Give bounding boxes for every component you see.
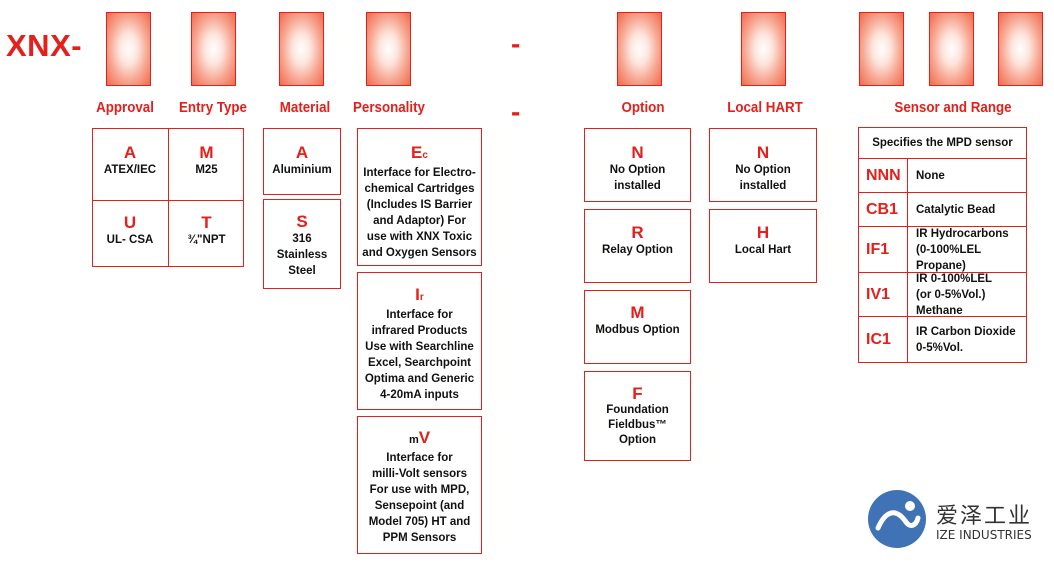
slot-material [279,12,324,86]
approval-code: U [123,213,137,232]
table-row: NNN None [859,158,1026,192]
header-personality: Personality [353,100,425,116]
option-desc: Modbus Option [595,324,680,336]
local-hart-code: N [756,143,770,162]
option-code: R [631,223,644,242]
entry-type-code: M [199,143,214,162]
approval-desc: UL- CSA [106,234,154,246]
approval-option-a: A ATEX/IEC [92,143,168,178]
header-material: Material [279,100,331,116]
separator-dash-header: - [511,96,521,127]
entry-type-desc: ¾"NPT [187,234,226,246]
slot-entry-type [191,12,236,86]
sensor-desc: IR 0-100%LEL (or 0-5%Vol.) Methane [916,272,993,317]
personality-code: I [415,285,420,304]
personality-desc: Interface for infrared Products Use with… [364,309,475,401]
option-desc: No Option installed [609,164,666,192]
material-desc: 316 Stainless Steel [276,233,328,277]
sensor-desc: None [916,169,945,182]
slot-option [617,12,662,86]
sensor-code: NNN [859,159,908,192]
material-option-s: S 316 Stainless Steel [263,199,341,289]
header-local-hart: Local HART [727,100,803,116]
slot-personality [366,12,411,86]
option-desc: Relay Option [602,244,673,256]
slot-local-hart [741,12,786,86]
option-code: N [631,143,644,162]
material-option-a: A Aluminium [263,128,341,195]
approval-option-u: U UL- CSA [92,213,168,248]
option-option-n: N No Option installed [584,128,691,202]
option-code: M [630,303,645,322]
logo-english-name: IZE INDUSTRIES [936,528,1032,542]
personality-desc: Interface for milli-Volt sensors For use… [368,452,471,544]
table-row: IC1 IR Carbon Dioxide 0-5%Vol. [859,316,1026,362]
option-code: F [632,384,643,403]
sensor-code: CB1 [859,193,908,226]
option-option-f: F Foundation Fieldbus™ Option [584,371,691,461]
slot-sensor-3 [998,12,1043,86]
material-desc: Aluminium [272,164,332,176]
separator-dash-top: - [511,28,521,59]
entry-type-desc: M25 [195,164,218,176]
personality-subscript: c [422,150,428,161]
slot-sensor-1 [859,12,904,86]
sensor-desc: IR Carbon Dioxide 0-5%Vol. [916,325,1016,354]
approval-desc: ATEX/IEC [103,164,157,176]
local-hart-code: H [756,223,770,242]
personality-prefix: m [408,434,419,446]
local-hart-desc: No Option installed [735,164,791,192]
header-sensor-range: Sensor and Range [894,100,1012,116]
header-approval: Approval [96,100,154,116]
sensor-code: IV1 [859,273,908,316]
option-option-m: M Modbus Option [584,290,691,364]
option-option-r: R Relay Option [584,209,691,283]
approval-entry-divider [168,128,169,267]
local-hart-desc: Local Hart [734,244,792,256]
sensor-desc: Catalytic Bead [916,203,996,216]
header-option: Option [621,100,665,116]
sensor-table-caption: Specifies the MPD sensor [872,137,1013,149]
table-row: CB1 Catalytic Bead [859,192,1026,226]
approval-entry-row-divider [92,200,244,201]
slot-approval [106,12,151,86]
entry-type-option-t: T ¾"NPT [169,213,244,248]
model-prefix: XNX- [6,28,83,63]
local-hart-option-n: N No Option installed [709,128,817,202]
ize-logo-icon [868,490,926,548]
sensor-desc: IR Hydrocarbons (0-100%LEL Propane) [916,227,1009,272]
material-code: A [295,143,309,162]
personality-option-ir: Ir Interface for infrared Products Use w… [357,272,482,410]
sensor-range-table: Specifies the MPD sensor NNN None CB1 Ca… [858,127,1027,363]
personality-option-mv: mV Interface for milli-Volt sensors For … [357,416,482,554]
table-row: IV1 IR 0-100%LEL (or 0-5%Vol.) Methane [859,272,1026,317]
header-entry-type: Entry Type [179,100,247,116]
entry-type-option-m: M M25 [169,143,244,178]
table-row: IF1 IR Hydrocarbons (0-100%LEL Propane) [859,226,1026,272]
ize-logo [866,488,928,555]
approval-code: A [123,143,137,162]
option-desc: Foundation Fieldbus™ Option [606,404,669,446]
personality-desc: Interface for Electro- chemical Cartridg… [362,167,477,259]
personality-subscript: r [419,292,424,303]
personality-code: E [411,143,423,162]
sensor-code: IF1 [859,227,908,272]
sensor-code: IC1 [859,317,908,362]
material-code: S [296,212,308,231]
personality-code: V [418,428,431,447]
local-hart-option-h: H Local Hart [709,209,817,283]
slot-sensor-2 [929,12,974,86]
entry-type-code: T [201,213,212,232]
personality-option-ec: Ec Interface for Electro- chemical Cartr… [357,128,482,266]
logo-chinese-name: 爱泽工业 [936,504,1033,529]
